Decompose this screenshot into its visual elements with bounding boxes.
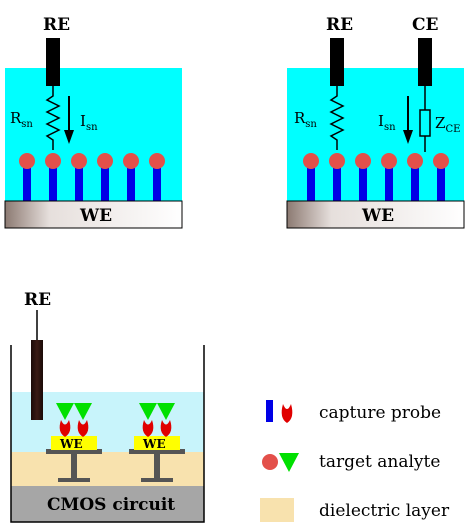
current-arrow-head bbox=[64, 130, 74, 144]
capture-probe bbox=[333, 162, 341, 201]
we-pad bbox=[51, 436, 97, 450]
re-label: RE bbox=[326, 15, 353, 35]
probe-tip bbox=[355, 153, 371, 169]
electrode-plate bbox=[46, 449, 102, 454]
r-symbol: Rsn bbox=[294, 109, 317, 130]
panel-b: RE CE Rsn Isn ZCE WE bbox=[286, 15, 465, 229]
probe-tip bbox=[303, 153, 319, 169]
capture-probe bbox=[307, 162, 315, 201]
via-post bbox=[154, 452, 160, 480]
legend: capture probe target analyte dielectric … bbox=[260, 400, 450, 522]
capture-probe bbox=[101, 162, 109, 201]
re-label: RE bbox=[43, 15, 70, 35]
probe-tip bbox=[71, 153, 87, 169]
panel-c: CMOS circuit RE WE WE bbox=[10, 290, 205, 523]
legend-capture-probe: capture probe bbox=[266, 400, 441, 423]
probe-tip bbox=[45, 153, 61, 169]
legend-capture-probe-label: capture probe bbox=[319, 403, 441, 423]
ce-label: CE bbox=[412, 15, 439, 35]
legend-target-analyte-label: target analyte bbox=[319, 452, 440, 472]
working-electrode bbox=[286, 200, 465, 229]
capture-probe bbox=[77, 420, 89, 437]
we-pad-label: WE bbox=[59, 437, 83, 451]
capture-probe bbox=[437, 162, 445, 201]
target-analyte bbox=[157, 403, 175, 420]
probe-tip bbox=[329, 153, 345, 169]
we-label: WE bbox=[79, 206, 112, 226]
capture-probe bbox=[411, 162, 419, 201]
capture-probe bbox=[385, 162, 393, 201]
panel-a: RE Rsn Isn WE bbox=[4, 15, 183, 229]
legend-dielectric-layer: dielectric layer bbox=[260, 498, 450, 522]
i-symbol: Isn bbox=[378, 112, 396, 133]
probe-tip bbox=[407, 153, 423, 169]
r-symbol: Rsn bbox=[10, 109, 33, 130]
solution-bath bbox=[287, 68, 464, 201]
analyte-triangle-icon bbox=[279, 453, 299, 472]
capture-probe bbox=[153, 162, 161, 201]
capture-probe bbox=[49, 162, 57, 201]
target-analyte bbox=[139, 403, 157, 420]
container-walls bbox=[10, 345, 205, 523]
probe-tip bbox=[19, 153, 35, 169]
capture-probe bbox=[59, 420, 71, 437]
probe-tip bbox=[433, 153, 449, 169]
reference-electrode bbox=[31, 340, 43, 420]
current-arrow-head bbox=[403, 130, 413, 144]
probe-tip bbox=[97, 153, 113, 169]
working-electrode bbox=[4, 200, 183, 229]
probe-tip bbox=[381, 153, 397, 169]
capture-probe-array bbox=[303, 153, 449, 201]
capture-probe bbox=[127, 162, 135, 201]
probe-tip bbox=[123, 153, 139, 169]
via-post bbox=[71, 452, 77, 480]
counter-electrode bbox=[418, 38, 432, 86]
solution-resistance-symbol bbox=[45, 86, 61, 150]
we-pad bbox=[134, 436, 180, 450]
analyte-circle-icon bbox=[262, 454, 278, 470]
target-analyte bbox=[74, 403, 92, 420]
reference-electrode bbox=[46, 38, 60, 86]
electrode-plate bbox=[129, 449, 185, 454]
via-base bbox=[141, 478, 173, 482]
legend-target-analyte: target analyte bbox=[262, 452, 440, 472]
legend-dielectric-label: dielectric layer bbox=[319, 501, 450, 521]
dielectric-swatch-icon bbox=[260, 498, 294, 522]
capture-probe bbox=[160, 420, 172, 437]
reference-electrode bbox=[330, 38, 344, 86]
cmos-layer bbox=[11, 486, 204, 522]
we-label: WE bbox=[361, 206, 394, 226]
probe-tip bbox=[149, 153, 165, 169]
cmos-label: CMOS circuit bbox=[47, 495, 175, 515]
i-symbol: Isn bbox=[80, 112, 98, 133]
z-symbol: ZCE bbox=[435, 114, 460, 135]
dielectric-layer bbox=[11, 452, 204, 486]
probe-bar-icon bbox=[266, 400, 273, 422]
capture-probe bbox=[142, 420, 154, 437]
capture-probe-array bbox=[19, 153, 165, 201]
solution-bath bbox=[5, 68, 182, 201]
target-analyte bbox=[56, 403, 74, 420]
sensor-sites: WE WE bbox=[46, 403, 185, 482]
capture-probe-icon bbox=[281, 404, 293, 423]
re-label: RE bbox=[24, 290, 51, 310]
capture-probe bbox=[75, 162, 83, 201]
solution-resistance-symbol bbox=[329, 86, 345, 150]
we-pad-label: WE bbox=[142, 437, 166, 451]
capture-probe bbox=[359, 162, 367, 201]
via-base bbox=[58, 478, 90, 482]
capture-probe bbox=[23, 162, 31, 201]
